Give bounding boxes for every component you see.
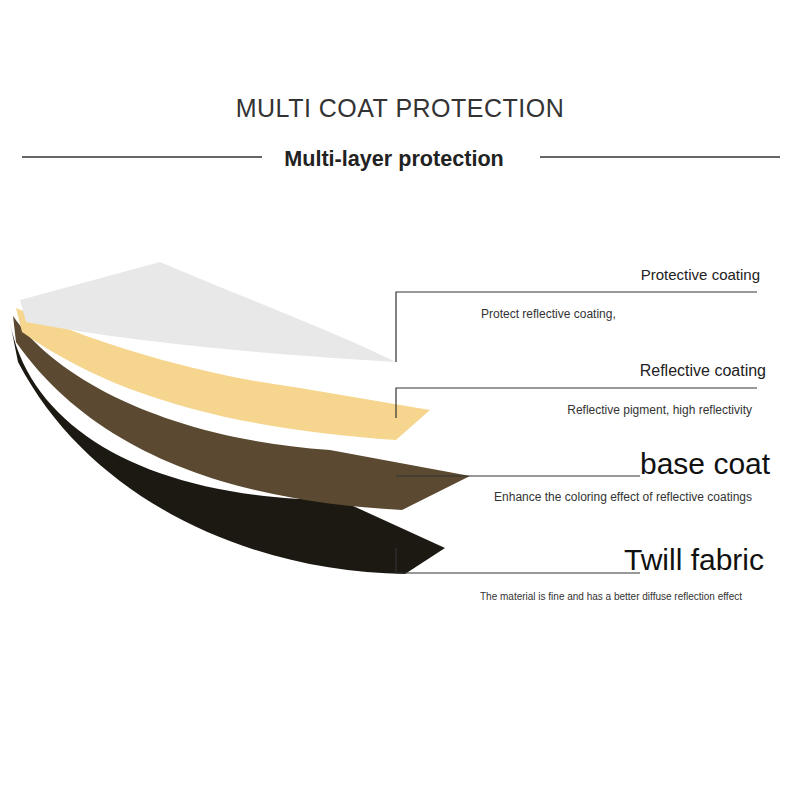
layer-name: Protective coating [641,267,760,282]
title-wrap: MULTI COAT PROTECTION [0,96,800,121]
label-wrap: Multi-layer protection [0,148,794,170]
layer-name: base coat [640,449,770,479]
label-wrap: base coat [640,449,770,479]
leader-line [396,388,757,418]
leader-line [396,475,640,476]
leader-line [396,548,640,573]
label-wrap: Reflective pigment, high reflectivity [567,404,752,416]
layer-description: Enhance the coloring effect of reflectiv… [494,491,752,503]
label-wrap: Protective coating [641,267,760,282]
protective-coating-layer [20,262,396,362]
rule-line [540,156,780,158]
subtitle: Multi-layer protection [0,148,794,170]
label-wrap: Protect reflective coating, [481,308,616,320]
rule-line [22,156,262,158]
leader-line [396,292,757,362]
layer-description: The material is fine and has a better di… [480,592,742,602]
label-wrap: Enhance the coloring effect of reflectiv… [494,491,752,503]
diagram-title: MULTI COAT PROTECTION [0,96,800,121]
label-wrap: The material is fine and has a better di… [480,592,742,602]
layer-name: Twill fabric [624,545,764,575]
layer-description: Protect reflective coating, [481,308,616,320]
layer-name: Reflective coating [640,363,766,379]
label-wrap: Reflective coating [640,363,766,379]
label-wrap: Twill fabric [624,545,764,575]
layer-description: Reflective pigment, high reflectivity [567,404,752,416]
